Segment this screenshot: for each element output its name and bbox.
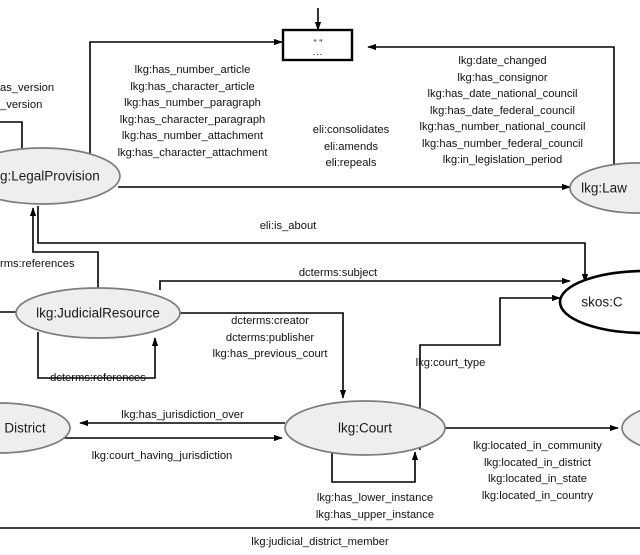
edge-label-judicial-self: dcterms:references: [50, 372, 146, 384]
edge-label-law-literals: lkg:date_changed lkg:has_consignor lkg:h…: [419, 55, 586, 166]
literal-quote-glyph: " ": [314, 38, 323, 48]
node-judicial-resource[interactable]: lkg:JudicialResource: [15, 287, 181, 339]
node-place[interactable]: [621, 401, 640, 455]
literal-dots-glyph: ...: [313, 47, 324, 57]
edge-label-court-having-jurisdiction: lkg:court_having_jurisdiction: [91, 450, 233, 462]
node-district[interactable]: District: [0, 402, 71, 454]
skos-concept-label: skos:C: [581, 295, 623, 310]
edge-label-provision-to-law: eli:consolidates eli:amends eli:repeals: [312, 124, 390, 169]
law-ellipse: [569, 162, 640, 214]
district-label: District: [4, 421, 45, 436]
edge-label-court-instances: lkg:has_lower_instance lkg:has_upper_ins…: [315, 492, 435, 521]
judicial-resource-ellipse: [15, 287, 181, 339]
edge-references-up: [29, 207, 99, 292]
edge-eli-is-about: [37, 206, 589, 283]
edge-label-dcterms-subject: dcterms:subject: [298, 267, 378, 279]
court-label: lkg:Court: [338, 421, 392, 436]
district-ellipse: [0, 402, 71, 454]
node-court[interactable]: lkg:Court: [284, 400, 446, 456]
node-legal-provision[interactable]: lkg:LegalProvision: [0, 147, 121, 205]
judicial-resource-label: lkg:JudicialResource: [36, 306, 160, 321]
law-label: lkg:Law: [581, 181, 627, 196]
edge-label-located-in: lkg:located_in_community lkg:located_in_…: [473, 440, 602, 502]
legal-provision-ellipse: [0, 147, 121, 205]
edge-label-version: as_version _version: [0, 82, 55, 111]
legal-provision-label: lkg:LegalProvision: [0, 169, 100, 184]
edge-label-references-left: rms:references: [0, 258, 75, 270]
place-ellipse: [621, 409, 640, 447]
node-literal-box[interactable]: " " ...: [281, 28, 354, 62]
edge-label-provision-literals: lkg:has_number_article lkg:has_character…: [117, 64, 268, 159]
edge-label-has-jurisdiction-over: lkg:has_jurisdiction_over: [121, 409, 244, 421]
edge-label-court-type: lkg:court_type: [415, 357, 486, 369]
edge-label-judicial-district-member: lkg:judicial_district_member: [251, 536, 389, 548]
node-skos-concept[interactable]: skos:C: [558, 269, 640, 335]
edge-court-self-loop: [331, 451, 419, 483]
node-law[interactable]: lkg:Law: [569, 162, 640, 214]
edge-court-type: [419, 294, 561, 450]
edge-judicial-self-loop: [37, 332, 159, 379]
edge-law-literals: [367, 43, 615, 168]
edge-dcterms-subject: [159, 277, 571, 290]
edge-judicial-to-court: [180, 312, 347, 399]
court-ellipse: [284, 400, 446, 456]
literal-box-rect: [281, 28, 354, 62]
edge-label-judicial-to-court: dcterms:creator dcterms:publisher lkg:ha…: [212, 315, 328, 360]
skos-concept-ellipse: [558, 269, 640, 335]
edge-label-eli-is-about: eli:is_about: [259, 220, 317, 232]
